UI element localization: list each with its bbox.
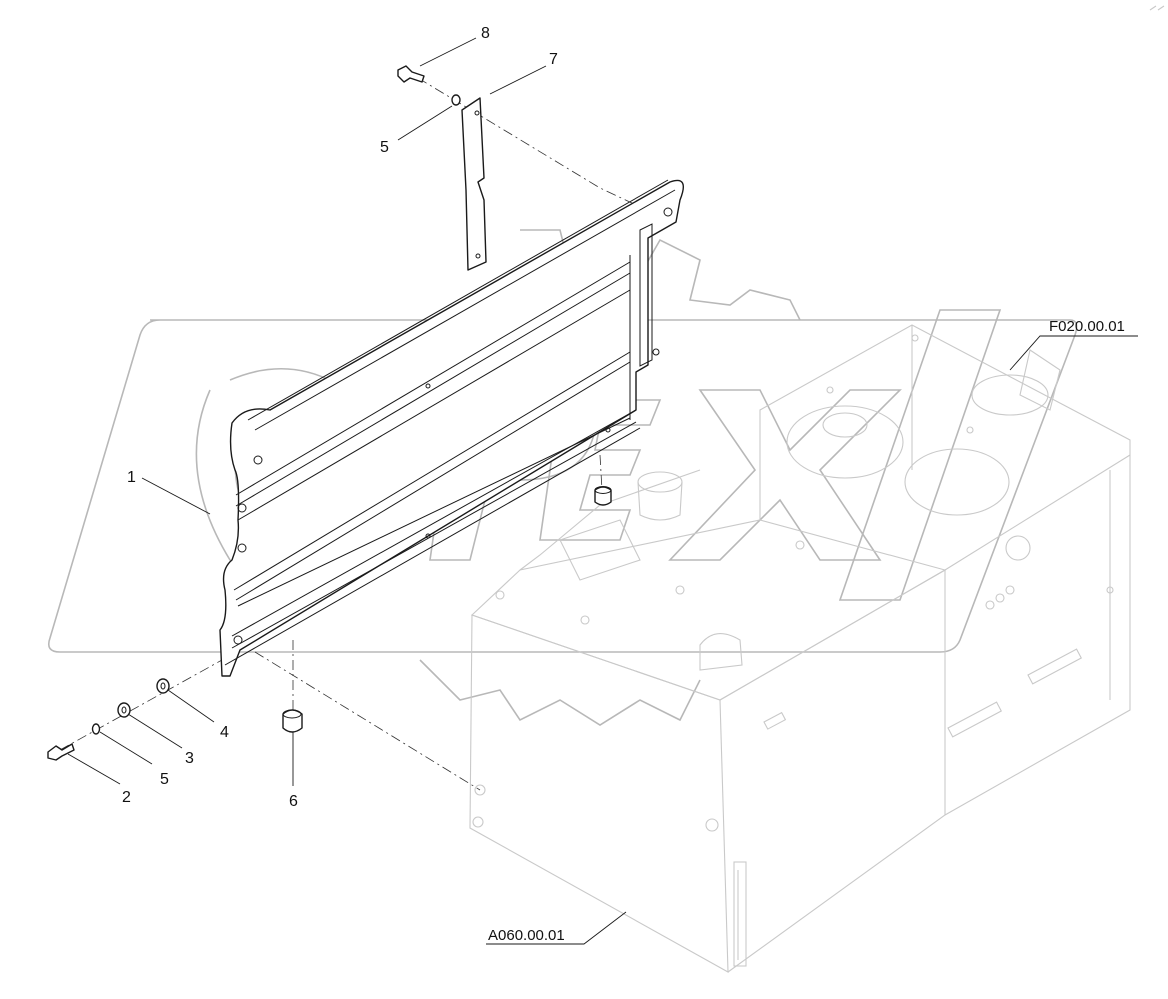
- callout-3: 3: [185, 750, 194, 767]
- flat-washer: [117, 702, 131, 718]
- callout-labels: 8 7 5 1 4 3 5 2 6: [122, 25, 558, 810]
- callout-6: 6: [289, 793, 298, 810]
- bolt-top: [397, 65, 425, 83]
- callout-1: 1: [127, 469, 136, 486]
- callout-7: 7: [549, 51, 558, 68]
- rubber-mount-lower: [282, 709, 303, 733]
- spacer-washer: [156, 678, 170, 694]
- side-panel-frame: [219, 179, 684, 677]
- callout-5-top: 5: [380, 139, 389, 156]
- reference-labels: F020.00.01 A060.00.01: [488, 318, 1125, 944]
- rubber-mount-upper: [594, 486, 612, 506]
- ghost-machine-body: [469, 324, 1131, 973]
- leader-lines: [67, 37, 1138, 945]
- callout-4: 4: [220, 724, 229, 741]
- strap-bracket: [461, 97, 487, 271]
- reference-f020: F020.00.01: [1049, 318, 1125, 335]
- callout-5-bottom: 5: [160, 771, 169, 788]
- reference-a060: A060.00.01: [488, 927, 565, 944]
- washer-top: [451, 94, 461, 106]
- lock-washer-bottom: [91, 723, 101, 735]
- bolt-bottom: [47, 743, 75, 761]
- callout-2: 2: [122, 789, 131, 806]
- corner-mark: [1149, 5, 1165, 11]
- fastener-stack: [47, 678, 170, 761]
- callout-8: 8: [481, 25, 490, 42]
